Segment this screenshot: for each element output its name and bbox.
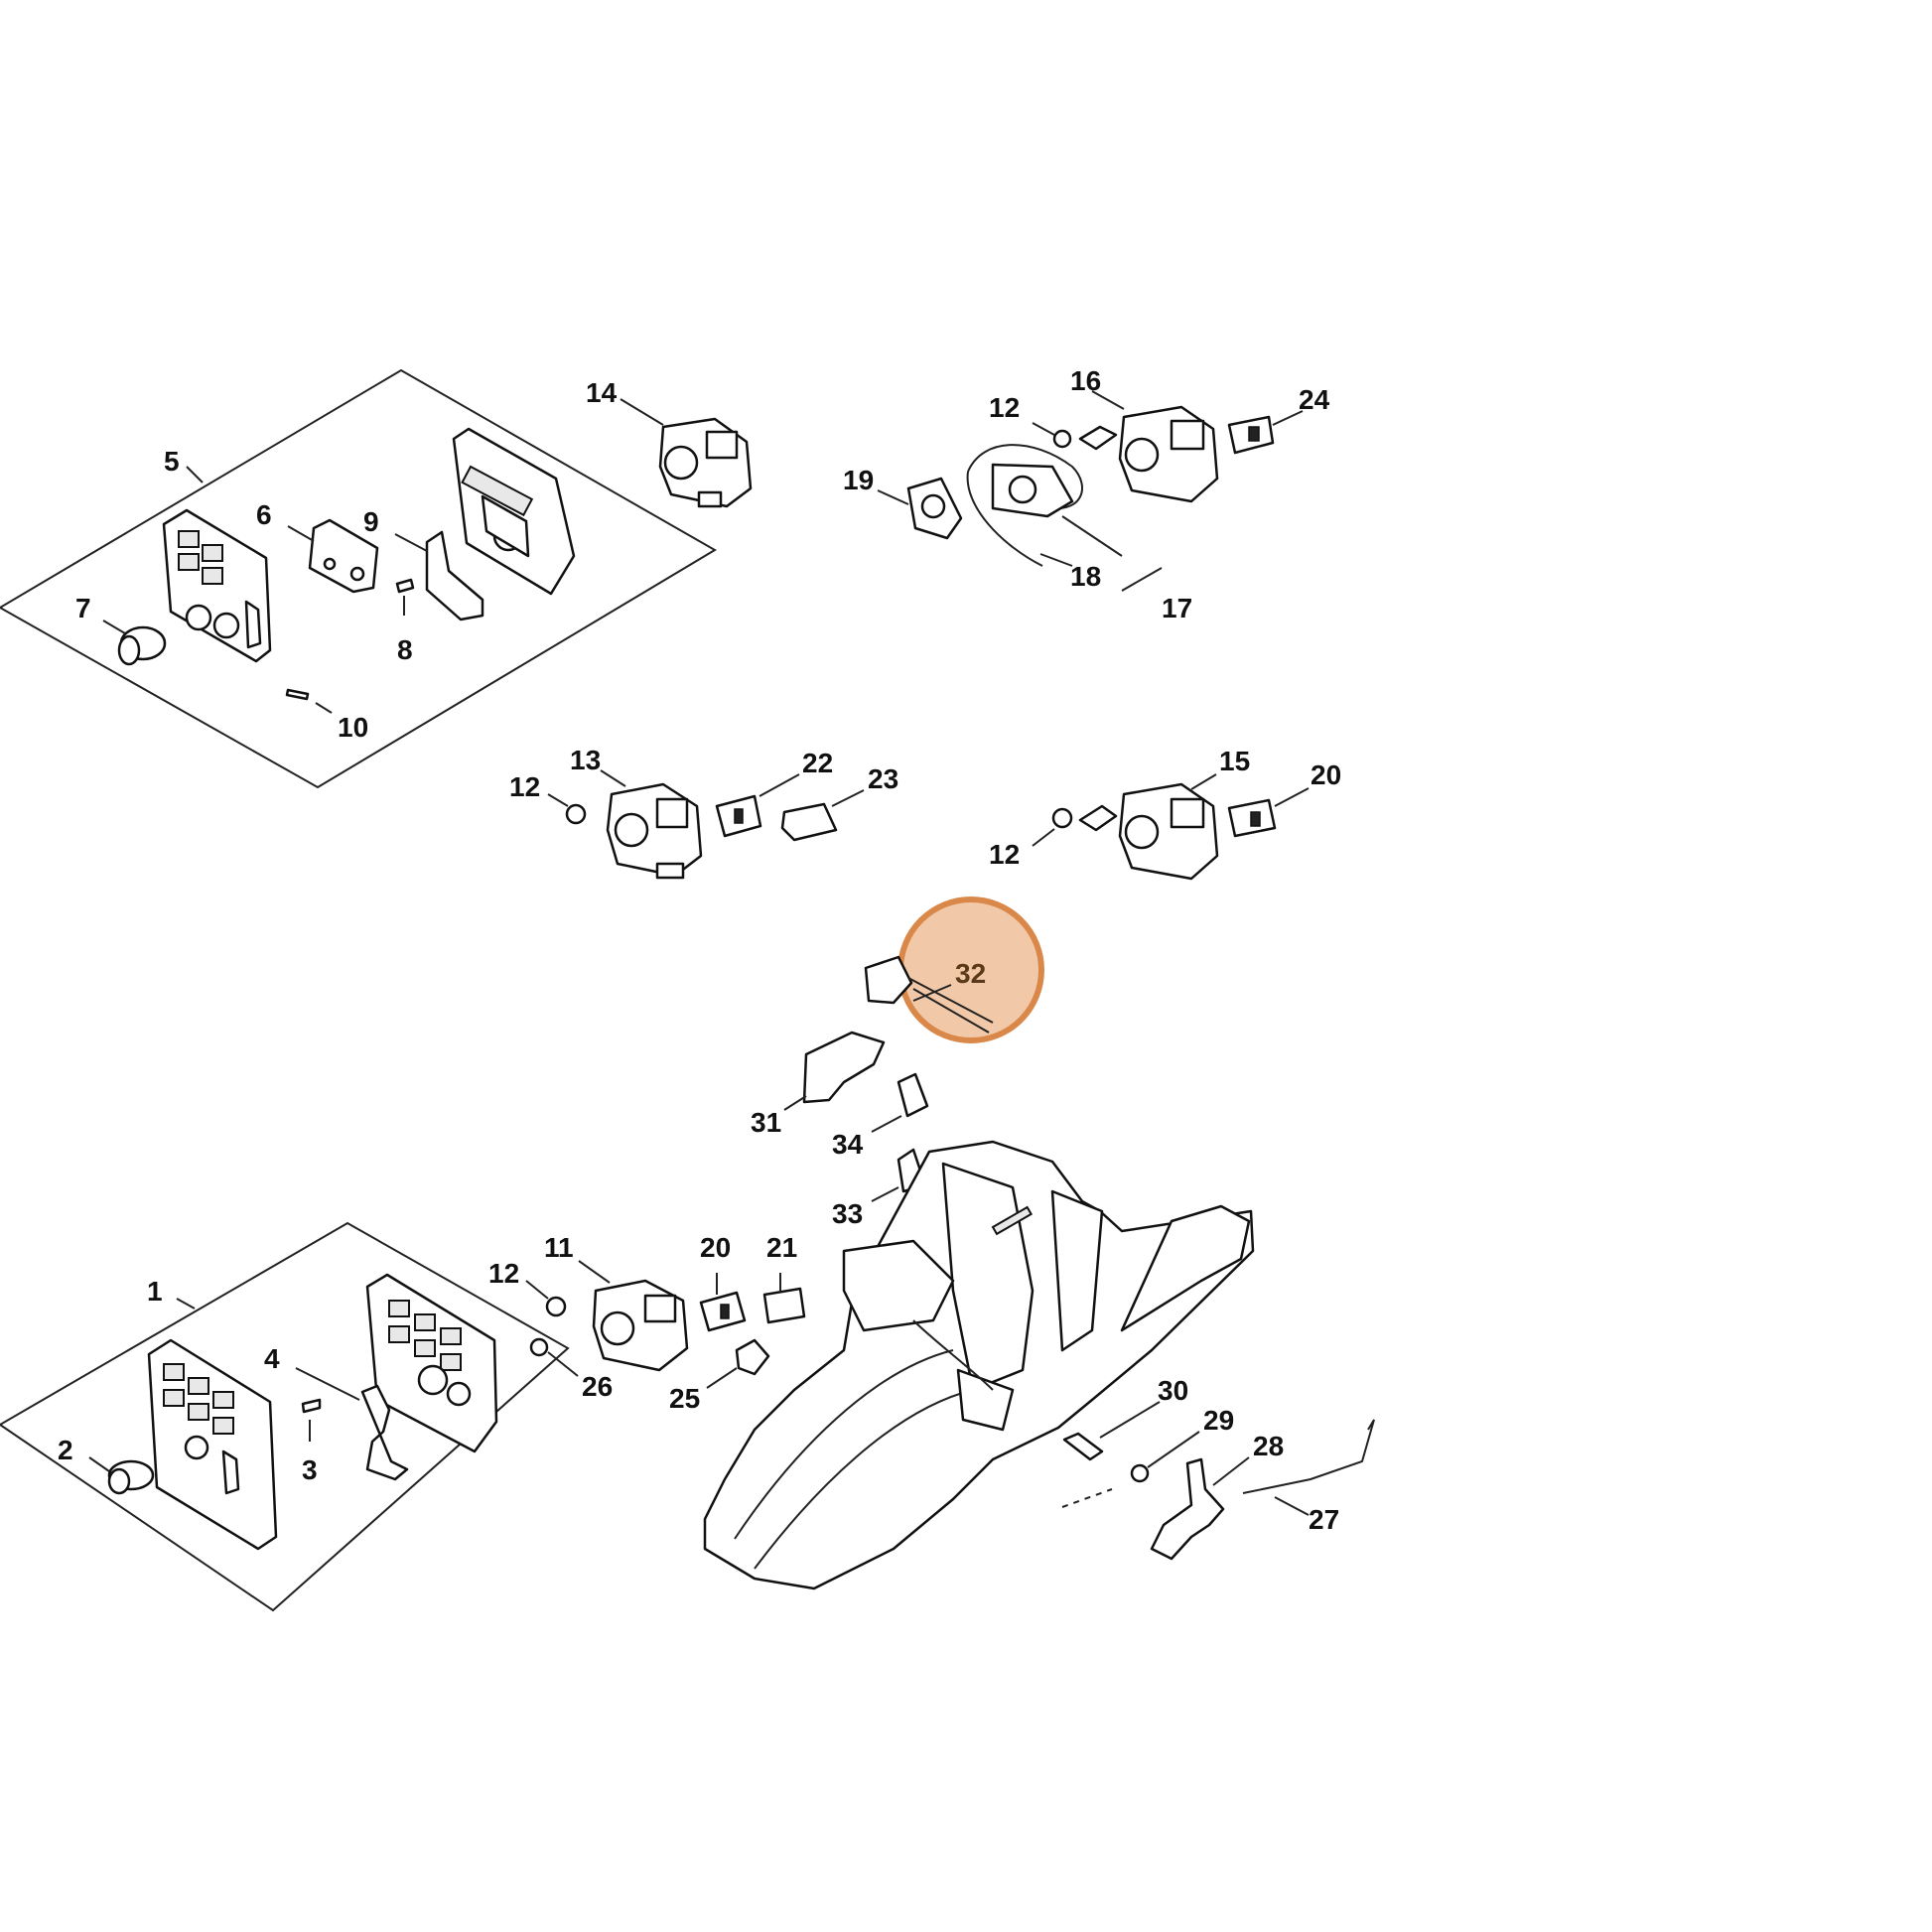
callout-30[interactable]: 30 (1158, 1375, 1188, 1406)
callout-11[interactable]: 11 (544, 1232, 574, 1263)
lever-part-4 (360, 1384, 409, 1481)
callout-7[interactable]: 7 (75, 593, 91, 623)
callout-labels: 5 6 9 8 7 10 14 16 12 24 19 18 17 13 12 … (58, 365, 1341, 1535)
callout-16[interactable]: 16 (1070, 365, 1101, 396)
callout-4[interactable]: 4 (264, 1343, 280, 1374)
rear-handle-housing (703, 1140, 1255, 1590)
callout-32[interactable]: 32 (955, 958, 986, 989)
throttle-trigger-part-31 (802, 1031, 886, 1104)
callout-26[interactable]: 26 (582, 1371, 613, 1402)
callout-8[interactable]: 8 (397, 634, 413, 665)
callout-20-lower[interactable]: 20 (700, 1232, 731, 1263)
callout-23[interactable]: 23 (868, 763, 898, 794)
o-ring-part-12 (1052, 429, 1072, 449)
callout-10[interactable]: 10 (338, 712, 368, 743)
cable-part-18 (966, 471, 1043, 567)
callout-13[interactable]: 13 (570, 745, 601, 775)
group-frame-1 (0, 1221, 570, 1612)
part-34 (897, 1072, 929, 1118)
carburetor-assembly-11 (529, 1279, 806, 1376)
air-filter-assembly-lower (0, 1221, 570, 1612)
cable-part-17 (967, 444, 1083, 509)
air-filter-assembly-upper (0, 368, 717, 789)
cap-part-21 (762, 1287, 806, 1324)
o-ring-part-12 (565, 803, 587, 825)
filter-cover-part (162, 508, 272, 663)
callout-3[interactable]: 3 (302, 1454, 318, 1485)
knob-part-7 (117, 625, 167, 666)
pin-part-10 (285, 688, 310, 701)
lever-part-28 (1150, 1457, 1225, 1561)
spring-part-3 (301, 1398, 322, 1414)
spring-part-8 (395, 578, 415, 594)
callout-5[interactable]: 5 (164, 446, 180, 477)
o-ring-part-12 (1051, 807, 1073, 829)
callout-29[interactable]: 29 (1203, 1405, 1234, 1436)
callout-21[interactable]: 21 (766, 1232, 797, 1263)
filter-housing-part (452, 427, 576, 596)
carburetor-assembly-16 (906, 405, 1275, 567)
callout-34[interactable]: 34 (832, 1129, 864, 1160)
callout-24[interactable]: 24 (1299, 384, 1330, 415)
throttle-linkage-parts (1061, 1419, 1375, 1561)
filter-cover-lower (147, 1338, 278, 1551)
cap-part-23 (780, 802, 838, 842)
callout-31[interactable]: 31 (751, 1107, 781, 1138)
nut-part-26 (529, 1337, 549, 1357)
knob-part-2 (107, 1459, 155, 1495)
part-25 (735, 1338, 770, 1376)
callout-28[interactable]: 28 (1253, 1431, 1284, 1461)
carburetor-part-14 (658, 417, 753, 508)
callout-22[interactable]: 22 (802, 748, 833, 778)
callout-20-upper[interactable]: 20 (1311, 759, 1341, 790)
group-frame-5 (0, 368, 717, 789)
part-29 (1130, 1463, 1150, 1483)
callout-2[interactable]: 2 (58, 1435, 73, 1465)
part-32-block (864, 955, 913, 1005)
callout-27[interactable]: 27 (1309, 1504, 1339, 1535)
callout-12-mid-right[interactable]: 12 (989, 839, 1020, 870)
callout-33[interactable]: 33 (832, 1198, 863, 1229)
callout-18[interactable]: 18 (1070, 561, 1101, 592)
callout-1[interactable]: 1 (147, 1276, 163, 1307)
filter-housing-lower (365, 1273, 498, 1453)
bracket-part (1078, 425, 1118, 451)
pin-part-30 (1062, 1432, 1104, 1461)
callout-14[interactable]: 14 (586, 377, 618, 408)
callout-6[interactable]: 6 (256, 499, 272, 530)
callout-19[interactable]: 19 (843, 465, 874, 495)
carburetor-assembly-15 (1051, 782, 1277, 881)
o-ring-part-12 (545, 1296, 567, 1317)
callout-12-lower[interactable]: 12 (488, 1258, 519, 1289)
lever-part-9 (425, 530, 484, 621)
callout-12-mid-left[interactable]: 12 (509, 771, 540, 802)
callout-12-upper[interactable]: 12 (989, 392, 1020, 423)
callout-17[interactable]: 17 (1162, 593, 1192, 623)
callout-25[interactable]: 25 (669, 1383, 700, 1414)
callout-15[interactable]: 15 (1219, 746, 1250, 776)
rod-part-27 (1242, 1419, 1375, 1494)
callout-9[interactable]: 9 (363, 506, 379, 537)
carburetor-assembly-13 (565, 782, 838, 880)
leader-lines (88, 390, 1310, 1516)
